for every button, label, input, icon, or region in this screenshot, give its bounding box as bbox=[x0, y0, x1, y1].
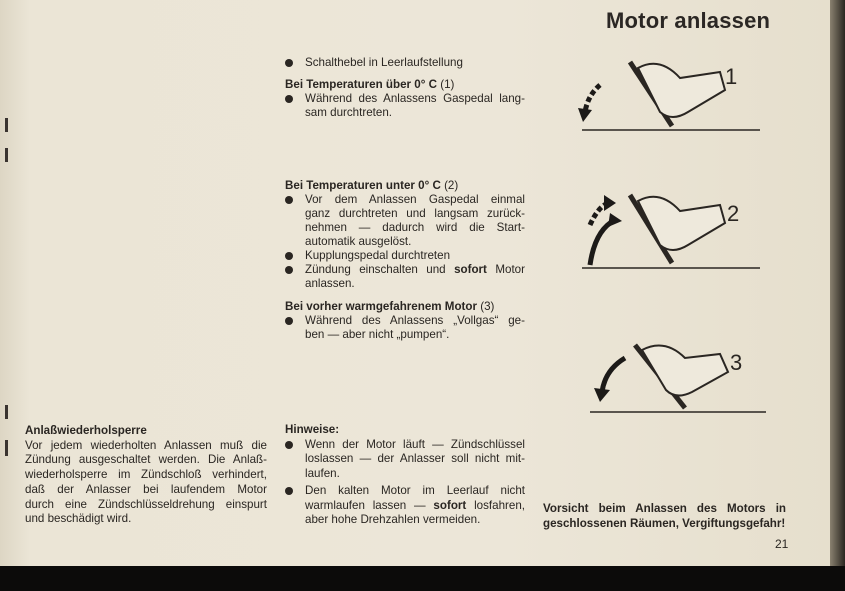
bullet-item: Während des Anlassens Gaspedal lang- sam… bbox=[285, 92, 525, 120]
text-line: geschlossenen Räumen, Vergiftungsgefahr! bbox=[543, 517, 786, 530]
text-line: laufen. bbox=[305, 467, 340, 481]
text-line: warmlaufen lassen — sofort losfahren, bbox=[305, 498, 525, 512]
pedal-illustration-2: 2 bbox=[582, 193, 760, 269]
section-heading: Hinweise: bbox=[285, 423, 340, 436]
text-line: wiederholsperre im Zündschloß verhindert… bbox=[25, 468, 267, 482]
text-line: Kupplungspedal durchtreten bbox=[305, 249, 451, 262]
page-edge bbox=[830, 0, 845, 591]
section-heading: Bei Temperaturen über 0° C (1) bbox=[285, 78, 455, 91]
figure-label: 1 bbox=[725, 64, 737, 89]
margin-mark bbox=[5, 440, 8, 456]
main-column: Schalthebel in Leerlaufstellung Bei Temp… bbox=[285, 56, 525, 120]
pedal-illustration-3: 3 bbox=[590, 343, 766, 413]
bullet-icon bbox=[285, 95, 293, 103]
section-2: Bei Temperaturen unter 0° C (2) Vor dem … bbox=[285, 179, 525, 291]
text-line: anlassen. bbox=[305, 277, 355, 290]
text-line: Zündung ausgeschaltet werden. Die Anlaß- bbox=[25, 453, 267, 467]
figure-label: 3 bbox=[730, 350, 742, 375]
text-line: ganz durchtreten und langsam zurück- bbox=[305, 207, 525, 220]
text-line: sam durchtreten. bbox=[305, 106, 392, 119]
text-line: Vorsicht beim Anlassen des Motors in bbox=[543, 502, 786, 515]
bullet-item: Den kalten Motor im Leerlauf nicht warml… bbox=[285, 484, 525, 528]
text-line: nehmen — dadurch wird die Start- bbox=[305, 221, 525, 234]
text-line: loslassen — der Anlasser soll nicht mit- bbox=[305, 452, 525, 466]
bullet-item: Vor dem Anlassen Gaspedal einmal ganz du… bbox=[285, 193, 525, 249]
text-line: Zündung einschalten und sofort Motor bbox=[305, 263, 525, 276]
bullet-icon bbox=[285, 266, 293, 274]
page-number: 21 bbox=[775, 537, 789, 551]
section-heading: Anlaßwiederholsperre bbox=[25, 424, 147, 437]
left-column: Anlaßwiederholsperre Vor jedem wiederhol… bbox=[25, 424, 267, 527]
arrow-icon bbox=[587, 217, 617, 266]
text-line: automatik ausgelöst. bbox=[305, 235, 412, 248]
text-line: Vor jedem wiederholten Anlassen muß die bbox=[25, 438, 267, 452]
text-line: und beschädigt wird. bbox=[25, 512, 132, 526]
margin-mark bbox=[5, 118, 8, 132]
section-heading: Bei Temperaturen unter 0° C (2) bbox=[285, 179, 459, 192]
text-line: ben — aber nicht „pumpen“. bbox=[305, 328, 450, 341]
notes-column: Hinweise: Wenn der Motor läuft — Zündsch… bbox=[285, 423, 525, 528]
warning-text: Vorsicht beim Anlassen des Motors in ges… bbox=[543, 501, 786, 531]
bullet-item: Zündung einschalten und sofort Motor anl… bbox=[285, 263, 525, 291]
bullet-icon bbox=[285, 59, 293, 67]
text-line: durch eine Zündschlüsseldrehung einspurt bbox=[25, 497, 267, 511]
bullet-item: Während des Anlassens „Vollgas“ ge- ben … bbox=[285, 314, 525, 342]
pedal-illustration-1: 1 bbox=[578, 60, 760, 131]
figure-label: 2 bbox=[727, 201, 739, 226]
text-line: Schalthebel in Leerlaufstellung bbox=[305, 56, 463, 69]
text-line: aber hohe Drehzahlen vermeiden. bbox=[305, 513, 481, 527]
bullet-icon bbox=[285, 317, 293, 325]
arrow-icon bbox=[599, 355, 627, 393]
margin-mark bbox=[5, 148, 8, 162]
page-title: Motor anlassen bbox=[606, 8, 771, 33]
section-heading: Bei vorher warmgefahrenem Motor (3) bbox=[285, 300, 495, 313]
text-line: Den kalten Motor im Leerlauf nicht bbox=[305, 483, 525, 497]
scan-border bbox=[0, 566, 845, 591]
margin-mark bbox=[5, 405, 8, 419]
section-3: Bei vorher warmgefahrenem Motor (3) Währ… bbox=[285, 300, 525, 342]
bullet-icon bbox=[285, 440, 293, 449]
bullet-item: Kupplungspedal durchtreten bbox=[285, 249, 525, 263]
text-line: Vor dem Anlassen Gaspedal einmal bbox=[305, 193, 525, 206]
bullet-icon bbox=[285, 486, 293, 495]
bullet-item: Schalthebel in Leerlaufstellung bbox=[285, 56, 525, 70]
text-line: Während des Anlassens Gaspedal lang- bbox=[305, 92, 525, 105]
text-line: Wenn der Motor läuft — Zündschlüssel bbox=[305, 437, 525, 451]
bullet-icon bbox=[285, 196, 293, 204]
bullet-item: Wenn der Motor läuft — Zündschlüssel los… bbox=[285, 438, 525, 482]
text-line: daß der Anlasser bei laufendem Motor bbox=[25, 482, 267, 496]
text-line: Während des Anlassens „Vollgas“ ge- bbox=[305, 314, 525, 327]
bullet-icon bbox=[285, 252, 293, 260]
arrow-icon bbox=[582, 83, 602, 113]
